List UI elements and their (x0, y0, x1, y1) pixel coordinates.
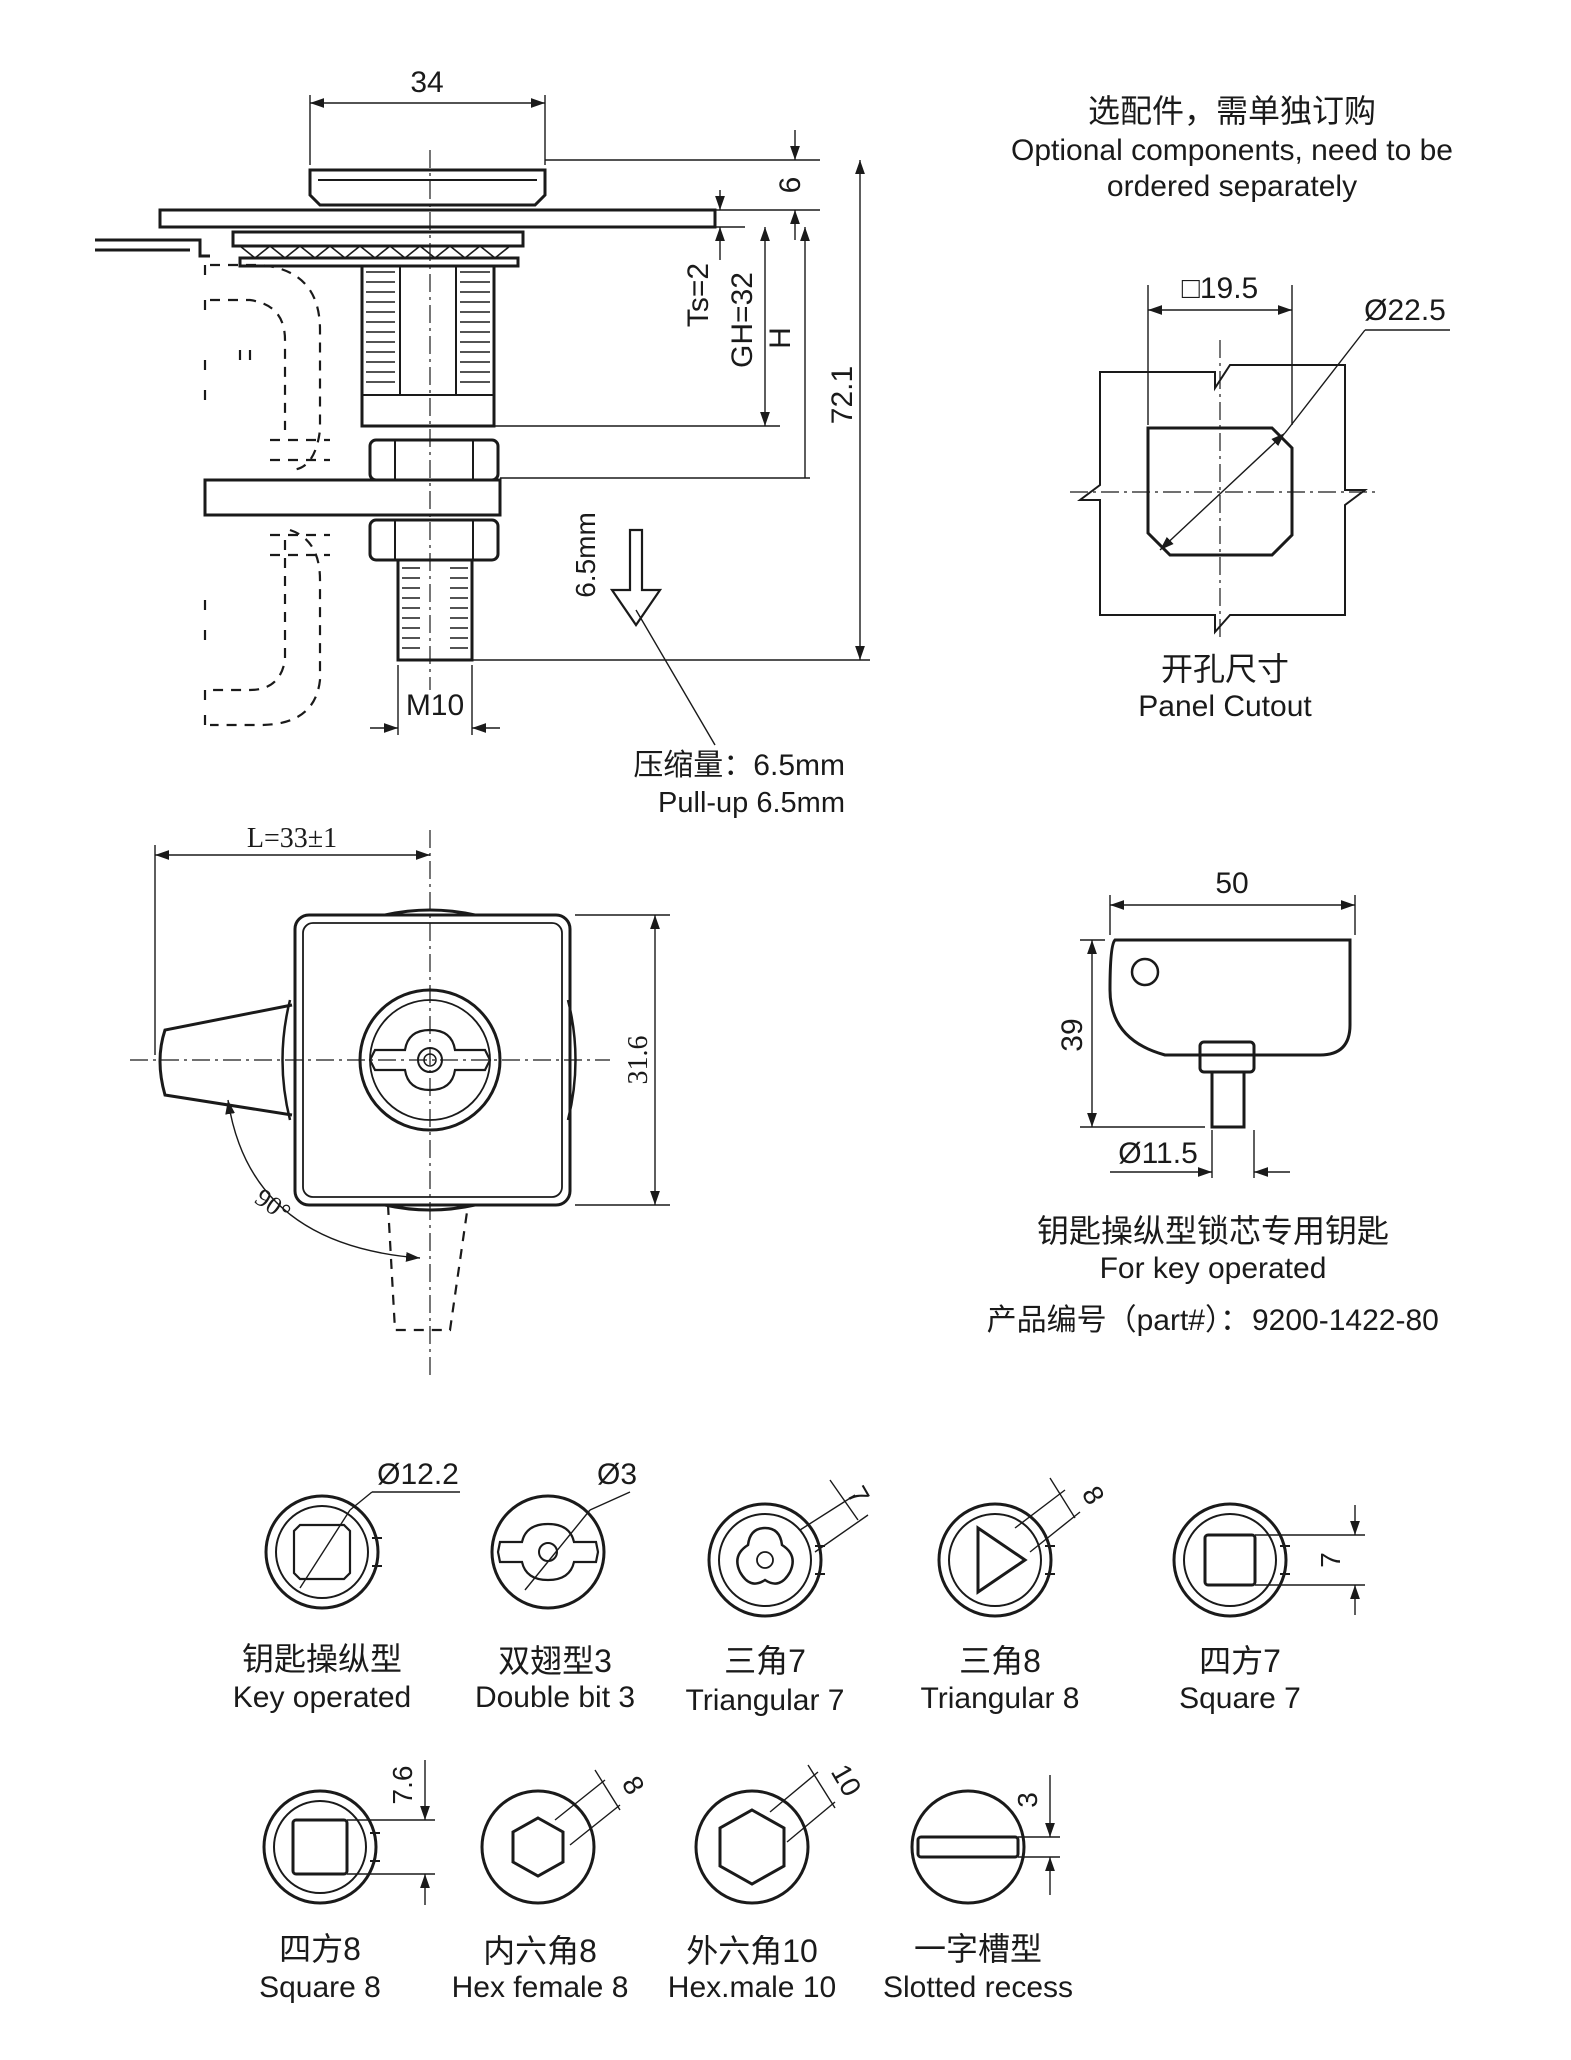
side-dim-h: H (764, 327, 797, 349)
insert-hex-male-10: 10 外六角10 Hex.male 10 (668, 1759, 868, 2004)
insert-dim: 10 (825, 1759, 867, 1801)
side-view: 34 6 Ts=2 GH=32 H 72.1 6.5mm M10 压缩量 (95, 66, 870, 819)
side-dim-width: 34 (410, 66, 443, 99)
insert-cn: 外六角10 (686, 1933, 818, 1969)
front-dim-height: 31.6 (623, 1036, 654, 1085)
insert-en: Triangular 8 (921, 1682, 1080, 1715)
side-dim-top: 6 (774, 177, 807, 194)
key-cn: 钥匙操纵型锁芯专用钥匙 (1037, 1213, 1389, 1249)
side-dim-thread: M10 (406, 689, 464, 722)
optional-en-line1: Optional components, need to be (1011, 134, 1453, 167)
side-dim-total: 72.1 (826, 366, 859, 424)
insert-cn: 三角8 (959, 1643, 1041, 1679)
panel-cutout: □19.5 Ø22.5 开孔尺寸 Panel Cutout (1070, 272, 1450, 723)
insert-en: Key operated (233, 1681, 411, 1714)
insert-hex-female-8: 8 内六角8 Hex female 8 (452, 1769, 651, 2004)
front-angle: 90° (250, 1183, 296, 1228)
optional-cn: 选配件，需单独订购 (1088, 93, 1376, 129)
insert-dim: 7.6 (387, 1766, 418, 1805)
cutout-cn: 开孔尺寸 (1161, 651, 1289, 687)
insert-cn: 一字槽型 (914, 1931, 1042, 1967)
insert-dim: 8 (1076, 1481, 1111, 1510)
insert-en: Hex female 8 (452, 1971, 629, 2004)
pull-up-cn: 压缩量：6.5mm (633, 749, 845, 782)
side-dim-pull: 6.5mm (570, 512, 601, 598)
insert-en: Hex.male 10 (668, 1971, 836, 2004)
key-part-label: 产品编号（part#）： (987, 1304, 1250, 1337)
insert-cn: 四方7 (1199, 1643, 1281, 1679)
side-dim-gh: GH=32 (726, 272, 759, 368)
insert-triangular-8: 8 三角8 Triangular 8 (921, 1477, 1111, 1715)
side-dim-ts: Ts=2 (682, 263, 715, 327)
insert-en: Triangular 7 (686, 1684, 845, 1717)
insert-cn: 双翅型3 (498, 1643, 612, 1679)
cutout-dim-dia: Ø22.5 (1364, 294, 1446, 327)
insert-dim: 7 (1315, 1552, 1346, 1568)
insert-dim: 8 (616, 1771, 651, 1800)
cutout-dim-square: □19.5 (1182, 272, 1259, 305)
insert-dim: 3 (1012, 1792, 1043, 1808)
insert-cn: 钥匙操纵型 (242, 1641, 402, 1677)
insert-square-8: 7.6 四方8 Square 8 (259, 1760, 435, 2004)
insert-dim: Ø12.2 (377, 1458, 459, 1491)
insert-cn: 四方8 (279, 1931, 361, 1967)
key-dim-dia: Ø11.5 (1118, 1137, 1198, 1170)
insert-slotted-recess: 3 一字槽型 Slotted recess (883, 1775, 1073, 2004)
insert-cn: 内六角8 (483, 1933, 597, 1969)
optional-en-line2: ordered separately (1107, 170, 1357, 203)
pull-up-en: Pull-up 6.5mm (658, 787, 845, 819)
cutout-en: Panel Cutout (1138, 690, 1312, 723)
insert-en: Square 7 (1179, 1682, 1301, 1715)
key-part-number: 9200-1422-80 (1252, 1304, 1439, 1337)
front-dim-length: L=33±1 (247, 823, 337, 854)
insert-triangular-7: 7 三角7 Triangular 7 (686, 1479, 876, 1717)
insert-square-7: 7 四方7 Square 7 (1172, 1502, 1365, 1715)
insert-cn: 三角7 (724, 1643, 806, 1679)
insert-double-bit: Ø3 双翅型3 Double bit 3 (475, 1458, 637, 1714)
optional-components-note: 选配件，需单独订购 Optional components, need to b… (1011, 93, 1453, 203)
insert-dim: Ø3 (597, 1458, 637, 1491)
insert-dim: 7 (841, 1481, 876, 1510)
insert-key-operated: Ø12.2 钥匙操纵型 Key operated (233, 1458, 460, 1714)
insert-en: Double bit 3 (475, 1681, 635, 1714)
key-en: For key operated (1100, 1252, 1327, 1285)
key-dim-height: 39 (1056, 1018, 1089, 1051)
key-drawing: 50 39 Ø11.5 钥匙操纵型锁芯专用钥匙 For key operated… (987, 867, 1439, 1337)
key-dim-width: 50 (1215, 867, 1248, 900)
insert-en: Square 8 (259, 1971, 381, 2004)
front-view: L=33±1 31.6 90° (130, 823, 670, 1375)
insert-en: Slotted recess (883, 1971, 1073, 2004)
